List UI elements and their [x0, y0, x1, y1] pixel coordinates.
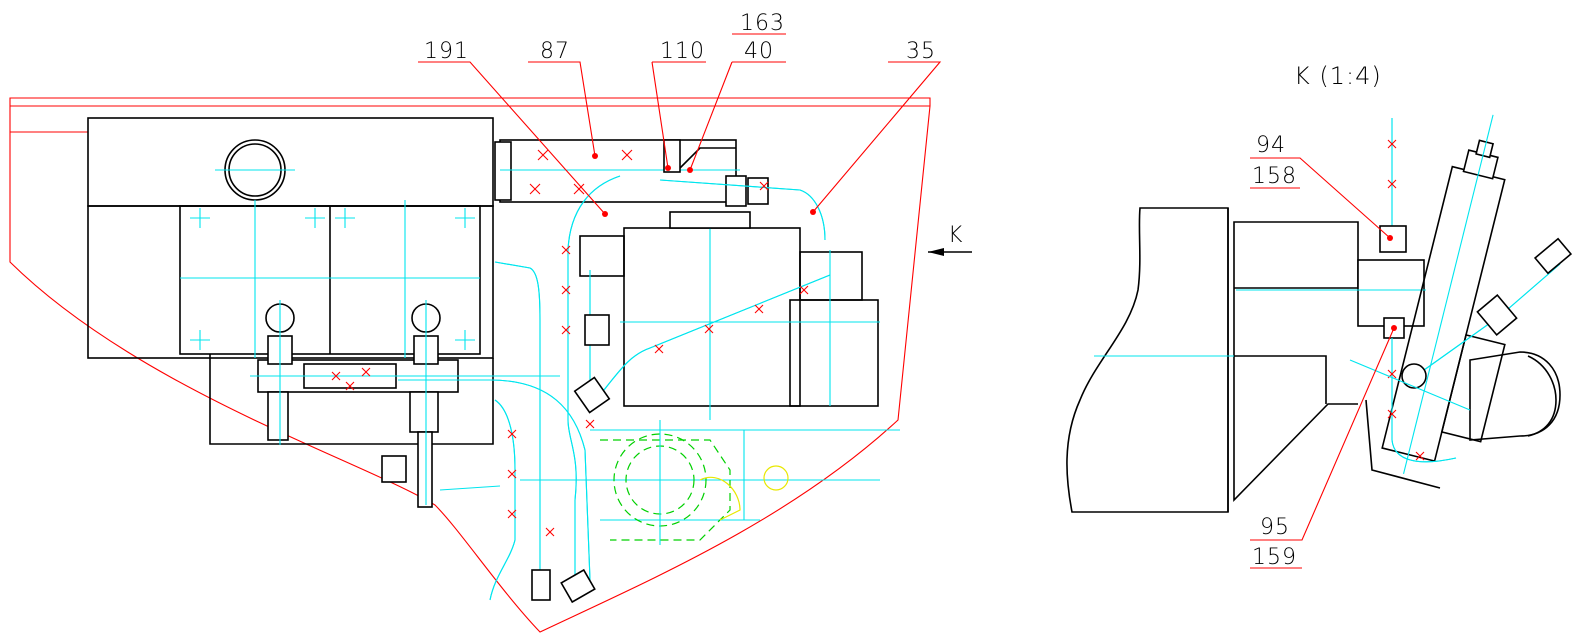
cylinder-assembly — [494, 139, 769, 207]
diag-fitting — [1533, 237, 1573, 275]
pump-base-edge — [1365, 399, 1441, 489]
callout-94: 94 — [1256, 133, 1286, 158]
callout-163: 163 — [740, 11, 785, 36]
callout-158: 158 — [1252, 164, 1297, 189]
callout-159: 159 — [1252, 545, 1297, 570]
callout-191: 191 — [424, 39, 469, 64]
mount-flange — [1233, 221, 1359, 502]
view-arrow-label: K — [948, 223, 963, 248]
section-boundary — [9, 97, 931, 633]
leader-95-159 — [1250, 327, 1395, 541]
housing-base — [209, 354, 494, 445]
left-leaders — [418, 33, 942, 217]
pump-block — [579, 211, 880, 420]
angled-pump — [1381, 114, 1506, 475]
low-pipe — [1391, 338, 1457, 463]
pivot-joint — [1401, 363, 1427, 389]
panel-centerlines — [180, 169, 480, 358]
left-assembly-view: 191 87 110 163 40 35 K — [9, 11, 972, 633]
housing-top — [87, 117, 494, 207]
view-k-arrow — [928, 248, 972, 256]
wall-section — [1066, 207, 1229, 513]
leader-94-158 — [1250, 157, 1391, 239]
pump-centerline — [1349, 359, 1471, 411]
callout-95: 95 — [1260, 515, 1290, 540]
mount-boss — [1357, 259, 1425, 327]
callout-40: 40 — [744, 39, 774, 64]
top-fitting — [1379, 225, 1407, 253]
flange-step — [1234, 355, 1327, 404]
detail-view-title: K (1:4) — [1294, 62, 1382, 90]
diag-fitting-2 — [1476, 294, 1518, 336]
manifold — [250, 300, 560, 508]
right-detail-view: K (1:4) 94 158 95 159 — [1066, 62, 1573, 570]
pipe-network — [398, 175, 900, 604]
hidden-gear — [600, 420, 789, 545]
callout-87: 87 — [540, 39, 570, 64]
callout-110: 110 — [660, 39, 705, 64]
callout-35: 35 — [906, 39, 936, 64]
